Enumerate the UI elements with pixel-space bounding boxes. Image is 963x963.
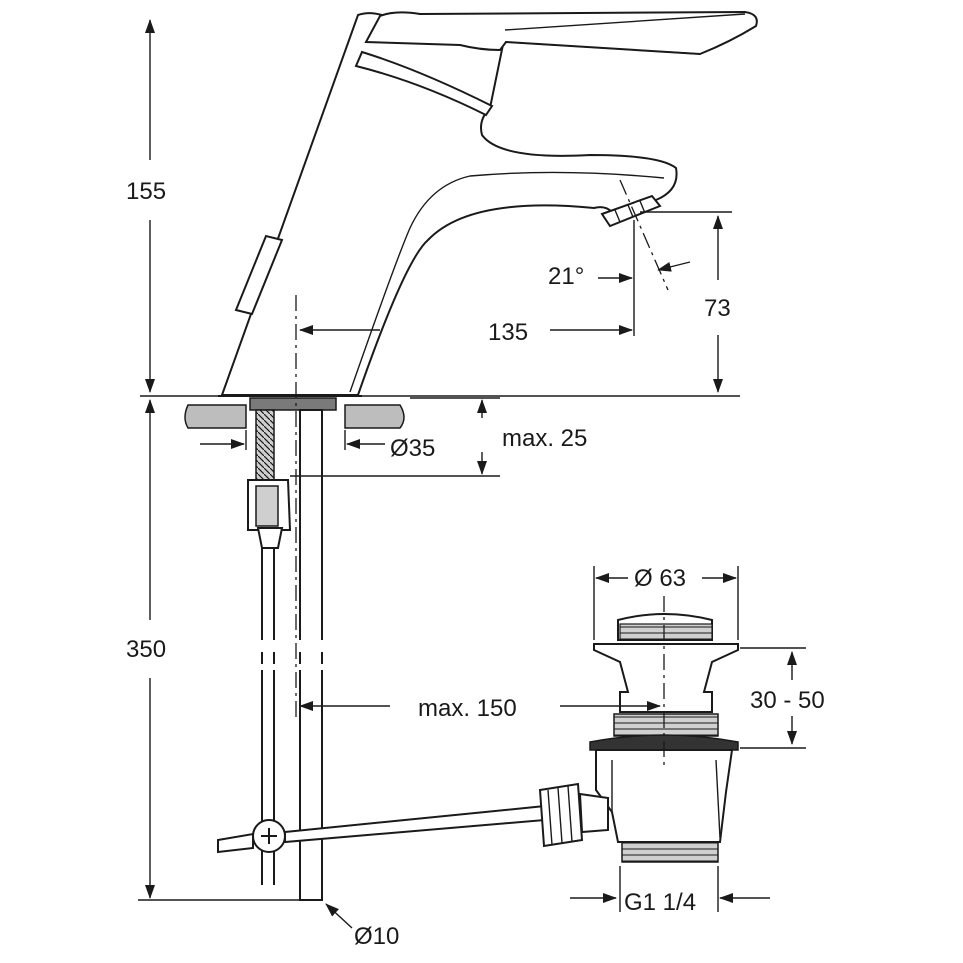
deck-surface xyxy=(140,395,740,429)
dim-waste-range: 30 - 50 xyxy=(750,687,825,714)
dim-hole-diameter: Ø35 xyxy=(390,435,435,462)
supply-assembly xyxy=(217,409,546,901)
dim-deck-thickness: max. 25 xyxy=(502,425,587,452)
dim-spout-reach: 135 xyxy=(488,319,528,346)
dim-thread: G1 1/4 xyxy=(624,889,696,916)
dimension-lines xyxy=(138,19,806,929)
dim-waste-diameter: Ø 63 xyxy=(634,565,686,592)
dim-spout-height: 73 xyxy=(704,295,731,322)
dim-rod-length: max. 150 xyxy=(418,695,517,722)
dim-height-bottom: 350 xyxy=(126,636,166,663)
faucet-body xyxy=(218,10,758,397)
waste-assembly xyxy=(538,613,739,863)
dim-angle: 21° xyxy=(548,263,584,290)
dim-height-top: 155 xyxy=(126,178,166,205)
dimension-labels: 155 350 21° 73 135 Ø35 max. 25 Ø 63 30 -… xyxy=(126,178,825,950)
dim-hose-diameter: Ø10 xyxy=(354,923,399,950)
